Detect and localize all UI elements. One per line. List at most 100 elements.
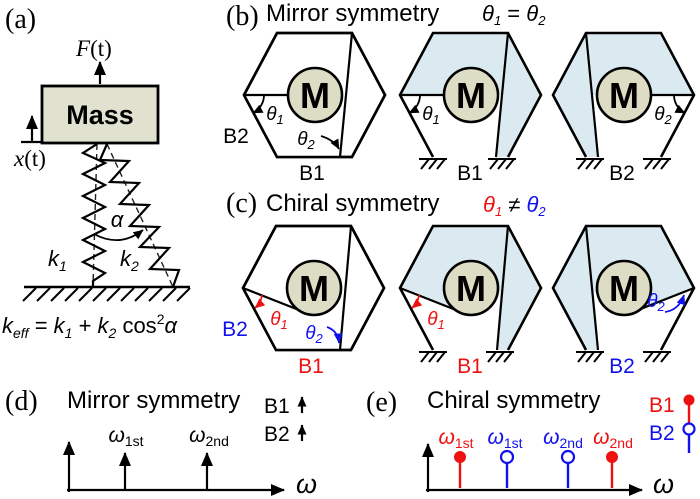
b2-second-label: ω2nd — [543, 426, 583, 451]
theta1-arrow — [252, 94, 265, 114]
chiral-unit-b1: M θ1 B1 — [398, 224, 543, 378]
mirror-unit-free: M θ1 θ2 B2 B1 — [223, 31, 387, 185]
theta1-label: θ1 — [266, 104, 284, 127]
hexagon-outline — [398, 31, 543, 158]
mass-node-label: M — [456, 268, 486, 309]
b1-label: B1 — [457, 355, 483, 378]
theta1-label: θ1 — [422, 104, 440, 127]
mass-node — [286, 66, 344, 124]
b1-first-lollipop — [454, 451, 466, 488]
mass-node — [285, 259, 343, 317]
mass-node — [442, 66, 500, 124]
mass-node — [595, 259, 653, 317]
theta2-arrow — [326, 326, 343, 344]
ligament-left — [584, 225, 600, 351]
legend-b1-label: B1 — [264, 395, 290, 418]
legend-b2-label: B2 — [649, 422, 675, 445]
mass-node-label: M — [299, 268, 329, 309]
panel-e-title: Chiral symmetry — [427, 387, 600, 414]
panel-a-label: (a) — [5, 4, 36, 35]
mass-node — [442, 259, 500, 317]
theta2-label: θ2 — [305, 323, 323, 346]
ground-hatching — [22, 287, 191, 302]
b2-label: B2 — [609, 355, 635, 378]
alpha-arc — [93, 229, 144, 241]
panel-a: (a) F(t) Mass x(t) α k1 k2 keff = k1 + k… — [2, 4, 191, 341]
omega-second-label: ω2nd — [189, 424, 229, 449]
mirror-unit-b2: M θ2 B2 — [551, 31, 696, 185]
mass-node-label: M — [609, 268, 639, 309]
spring-k1 — [80, 143, 108, 287]
legend-b1-label: B1 — [649, 394, 675, 417]
omega-first-label: ω1st — [108, 424, 143, 449]
b1-second-label: ω2nd — [593, 426, 633, 451]
panel-d-label: (d) — [5, 386, 38, 417]
ground-symbol — [643, 351, 671, 363]
ligament-right — [494, 32, 510, 158]
b2-second-lollipop — [560, 449, 576, 488]
legend-b2-label: B2 — [264, 423, 290, 446]
theta1-label: θ1 — [427, 309, 445, 332]
theta2-label: θ2 — [647, 291, 665, 314]
mass-block — [40, 84, 160, 145]
panel-c-title: Chiral symmetry — [266, 190, 439, 217]
b2-label: B2 — [609, 162, 635, 185]
ground-symbol — [486, 351, 514, 363]
b1-second-lollipop — [606, 451, 618, 488]
b1-label: B1 — [299, 162, 325, 185]
chiral-unit-b2: M θ2 B2 — [551, 224, 696, 378]
effective-stiffness-equation: keff = k1 + k2 cos2α — [2, 311, 178, 341]
b1-first-label: ω1st — [438, 426, 473, 451]
theta1-label: θ1 — [270, 309, 288, 332]
theta2-arrow — [664, 294, 686, 313]
axis-omega-label: ω — [653, 469, 674, 499]
theta1-arrow — [411, 294, 423, 309]
ligament-right — [338, 32, 354, 158]
hexagon-outline — [551, 31, 696, 158]
b1-label: B1 — [298, 355, 324, 378]
panel-d-title: Mirror symmetry — [67, 387, 240, 414]
panel-b-title: Mirror symmetry — [266, 0, 439, 27]
k2-label: k2 — [120, 246, 139, 274]
theta1-arrow — [254, 294, 266, 309]
mirror-unit-b1: M θ1 B1 — [398, 31, 543, 185]
theta2-label: θ2 — [654, 104, 672, 127]
panel-c: (c) Chiral symmetry θ1 ≠ θ2 M θ1 θ2 B2 B… — [222, 188, 696, 378]
panel-b-label: (b) — [226, 1, 259, 32]
ground-symbol — [576, 351, 604, 363]
theta2-arrow — [320, 135, 340, 150]
k1-label: k1 — [48, 246, 67, 274]
panel-c-relation: θ1 ≠ θ2 — [483, 192, 546, 219]
mass-label: Mass — [66, 100, 134, 130]
spring-k2-axis — [106, 143, 174, 288]
ground-symbol — [419, 351, 447, 363]
panel-e: (e) Chiral symmetry B1 B2 ω — [366, 387, 696, 499]
ligament-left — [242, 286, 305, 314]
displacement-label: x(t) — [13, 146, 46, 171]
panel-b: (b) Mirror symmetry θ1 = θ2 M θ1 θ2 B2 B… — [223, 0, 696, 185]
spring-k1-axis — [92, 143, 98, 288]
ligament-left — [584, 32, 600, 158]
b2-first-lollipop — [499, 449, 515, 488]
legend-b2-lollipop — [682, 422, 696, 453]
panel-c-label: (c) — [226, 188, 257, 219]
mass-node-label: M — [456, 75, 486, 116]
mass-node-label: M — [300, 75, 330, 116]
ligament-right — [338, 225, 353, 351]
ligament-right — [495, 225, 510, 351]
mass-node — [595, 66, 653, 124]
b2-label: B2 — [223, 125, 249, 148]
ground-symbol — [488, 158, 516, 170]
theta2-arrow — [673, 94, 686, 114]
b2-first-label: ω1st — [487, 426, 522, 451]
ligament-left — [399, 286, 462, 314]
legend-b1-lollipop — [683, 394, 695, 424]
hexagon-outline — [551, 224, 696, 351]
b1-label: B1 — [457, 162, 483, 185]
ground-symbol — [419, 158, 447, 170]
mass-node-label: M — [609, 75, 639, 116]
hexagon-outline — [398, 224, 543, 351]
ground-symbol — [576, 158, 604, 170]
